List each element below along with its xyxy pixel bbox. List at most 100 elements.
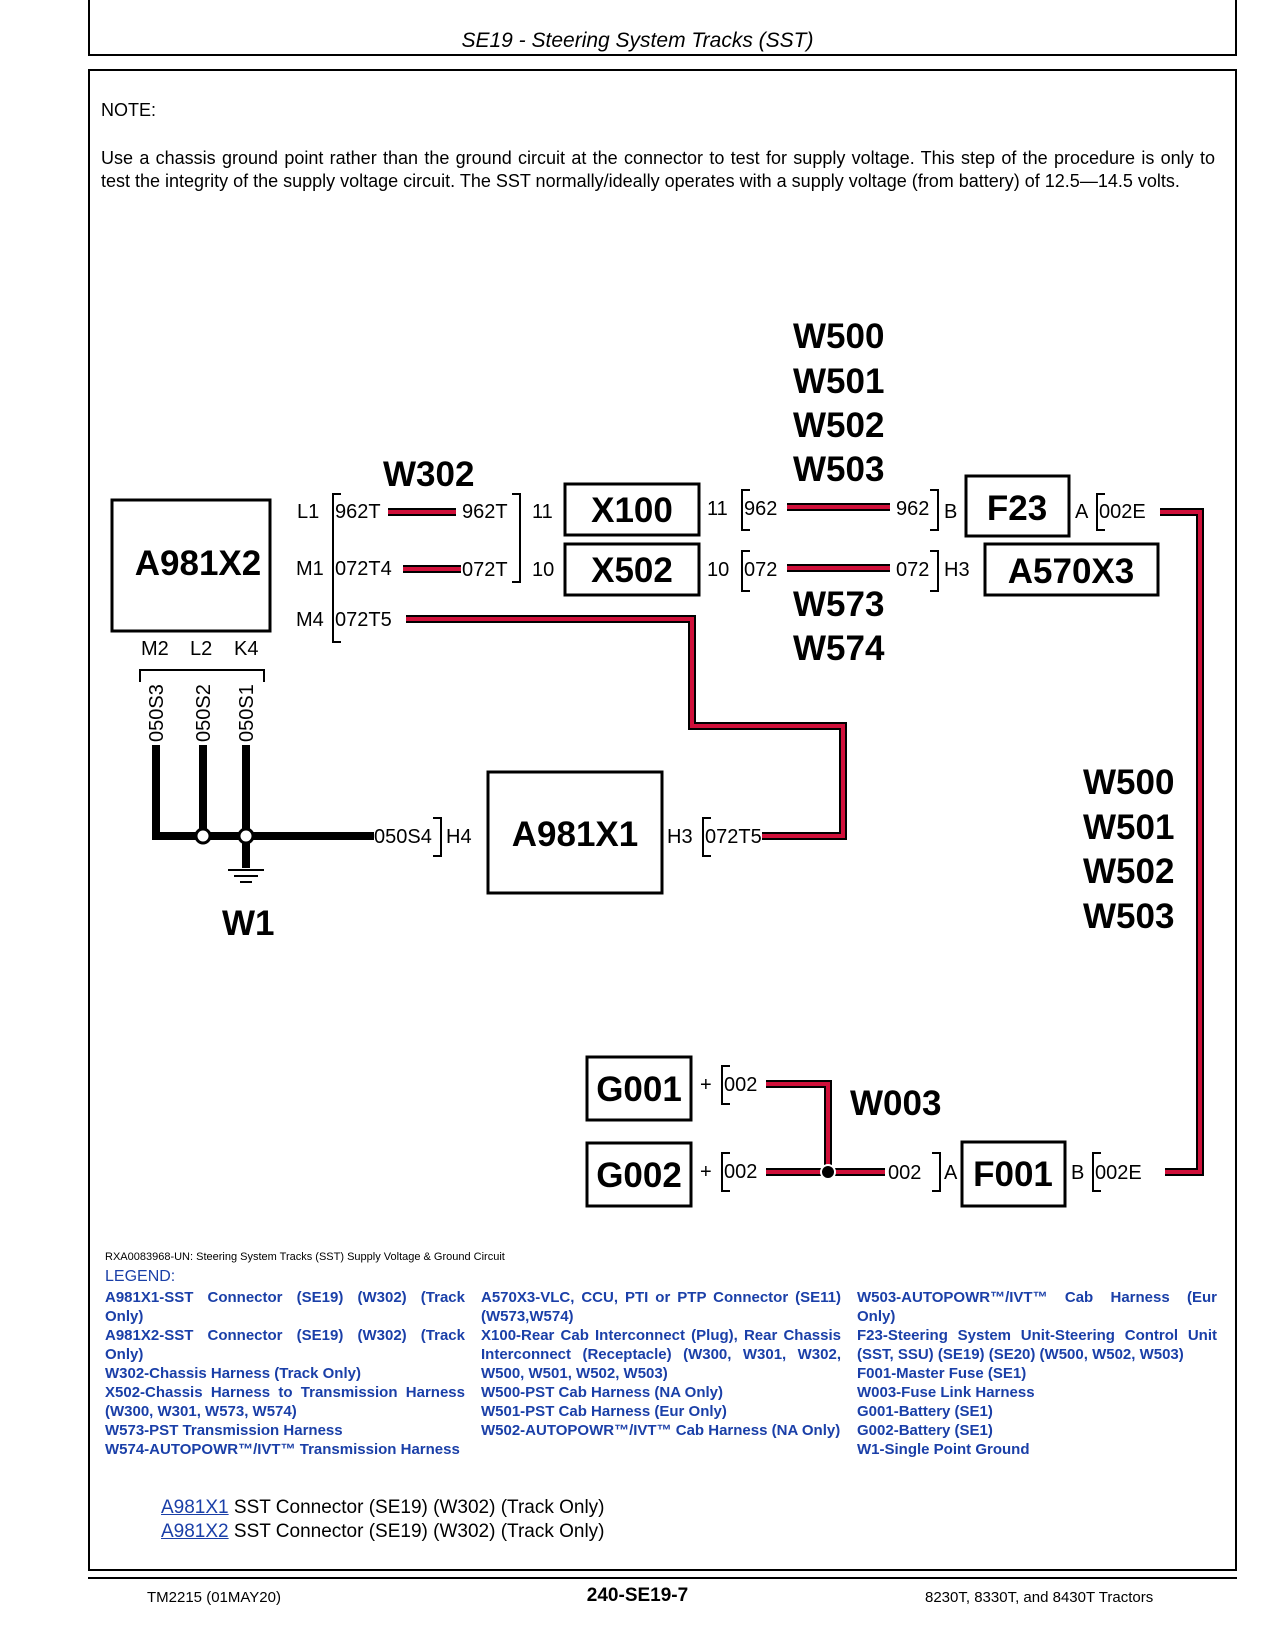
pin-label: M1 — [296, 558, 324, 580]
wire-label: 962T — [462, 501, 508, 523]
harness-w500: W500 — [793, 317, 884, 356]
wire-label: 962 — [744, 498, 777, 520]
splice-dot — [820, 1164, 836, 1180]
ground-symbol — [228, 869, 264, 883]
pin-label: 10 — [532, 559, 554, 581]
legend-item: G002-Battery (SE1) — [857, 1422, 993, 1439]
pin-label: H3 — [667, 826, 693, 848]
pin-label: A — [944, 1162, 958, 1184]
component-f23: F23 — [987, 489, 1047, 528]
component-a981x2: A981X2 — [135, 544, 261, 583]
harness-w502-right: W502 — [1083, 852, 1174, 891]
wire-label: 962 — [896, 498, 929, 520]
legend-item: X502-Chassis Harness to Transmission Har… — [105, 1384, 465, 1420]
splice-dot — [237, 827, 255, 845]
reference-link-row: A981X1 SST Connector (SE19) (W302) (Trac… — [161, 1496, 605, 1520]
harness-w574: W574 — [793, 629, 885, 668]
legend-item: A570X3-VLC, CCU, PTI or PTP Connector (S… — [481, 1289, 841, 1325]
legend-column-3: W503-AUTOPOWR™/IVT™ Cab Harness (Eur Onl… — [857, 1288, 1217, 1459]
pin-label: H3 — [944, 559, 970, 581]
pin-label: L2 — [190, 638, 212, 660]
legend-item: W302-Chassis Harness (Track Only) — [105, 1365, 361, 1382]
pin-label: M4 — [296, 609, 324, 631]
legend-item: W574-AUTOPOWR™/IVT™ Transmission Harness — [105, 1441, 460, 1458]
legend-item: W003-Fuse Link Harness — [857, 1384, 1035, 1401]
ground-wires — [152, 745, 374, 868]
wire-label: 050S4 — [374, 826, 432, 848]
wire-label: 002 — [724, 1161, 757, 1183]
legend-item: W1-Single Point Ground — [857, 1441, 1030, 1458]
link-a981x2[interactable]: A981X2 — [161, 1521, 229, 1542]
pin-label: B — [944, 501, 957, 523]
component-labels: A981X2 X100 X502 F23 A570X3 A981X1 G001 … — [135, 489, 1134, 1195]
component-x502: X502 — [591, 551, 673, 590]
footer-models: 8230T, 8330T, and 8430T Tractors — [925, 1589, 1154, 1606]
harness-w302: W302 — [383, 455, 474, 494]
legend-item: X100-Rear Cab Interconnect (Plug), Rear … — [481, 1327, 841, 1382]
wire-label: 072T — [462, 559, 508, 581]
pin-label: K4 — [234, 638, 258, 660]
legend-item: G001-Battery (SE1) — [857, 1403, 993, 1420]
reference-links: A981X1 SST Connector (SE19) (W302) (Trac… — [161, 1496, 605, 1544]
legend-item: F23-Steering System Unit-Steering Contro… — [857, 1327, 1217, 1363]
pin-label: M2 — [141, 638, 169, 660]
component-g002: G002 — [596, 1156, 682, 1195]
connector-brackets — [139, 489, 1105, 1192]
component-f001: F001 — [973, 1155, 1053, 1194]
note-label: NOTE: — [101, 100, 157, 120]
figure-caption: RXA0083968-UN: Steering System Tracks (S… — [105, 1251, 505, 1263]
wire-label: 072T5 — [705, 826, 762, 848]
legend-column-2: A570X3-VLC, CCU, PTI or PTP Connector (S… — [481, 1288, 841, 1440]
wire-label: 072T4 — [335, 558, 392, 580]
pin-label: 10 — [707, 559, 729, 581]
component-a570x3: A570X3 — [1008, 552, 1134, 591]
component-a981x1: A981X1 — [512, 815, 638, 854]
legend-item: W500-PST Cab Harness (NA Only) — [481, 1384, 723, 1401]
pin-label: B — [1071, 1162, 1084, 1184]
legend-item: F001-Master Fuse (SE1) — [857, 1365, 1027, 1382]
wire-label: 072 — [744, 559, 777, 581]
legend-item: A981X2-SST Connector (SE19) (W302) (Trac… — [105, 1327, 465, 1363]
component-boxes — [110, 474, 1160, 1208]
page-header-title: SE19 - Steering System Tracks (SST) — [461, 29, 814, 52]
wire-label: 002E — [1099, 501, 1146, 523]
note-text: Use a chassis ground point rather than t… — [101, 148, 1215, 191]
pin-label: 11 — [532, 501, 553, 523]
harness-w501: W501 — [793, 362, 884, 401]
legend-item: W501-PST Cab Harness (Eur Only) — [481, 1403, 727, 1420]
pin-label: A — [1075, 501, 1089, 523]
pin-label: 11 — [707, 498, 728, 520]
harness-w003: W003 — [850, 1084, 941, 1123]
pin-label: L1 — [297, 501, 319, 523]
footer-divider — [88, 1577, 1237, 1579]
harness-w500-right: W500 — [1083, 763, 1174, 802]
reference-link-row: A981X2 SST Connector (SE19) (W302) (Trac… — [161, 1520, 605, 1544]
legend-item: W502-AUTOPOWR™/IVT™ Cab Harness (NA Only… — [481, 1422, 841, 1439]
wire-label: 002E — [1095, 1162, 1142, 1184]
wire-label: 072T5 — [335, 609, 392, 631]
harness-w503: W503 — [793, 450, 884, 489]
link-description: SST Connector (SE19) (W302) (Track Only) — [228, 1497, 605, 1518]
harness-labels: W302 W500 W501 W502 W503 W573 W574 W500 … — [222, 317, 1174, 1123]
header-box — [88, 0, 1237, 56]
wire-label: 050S2 — [193, 684, 215, 742]
content-frame — [88, 69, 1237, 1571]
component-x100: X100 — [591, 491, 673, 530]
harness-w501-right: W501 — [1083, 808, 1174, 847]
legend-item: W503-AUTOPOWR™/IVT™ Cab Harness (Eur Onl… — [857, 1289, 1217, 1325]
pin-label: + — [700, 1074, 712, 1096]
link-a981x1[interactable]: A981X1 — [161, 1497, 229, 1518]
component-g001: G001 — [596, 1070, 682, 1109]
pin-label: H4 — [446, 826, 472, 848]
wire-label: 002 — [888, 1162, 921, 1184]
wire-labels: 962T 962T 072T4 072T 072T5 962 962 072 0… — [146, 498, 1146, 1184]
legend-column-1: A981X1-SST Connector (SE19) (W302) (Trac… — [105, 1288, 465, 1459]
harness-w503-right: W503 — [1083, 897, 1174, 936]
harness-w573: W573 — [793, 585, 884, 624]
splice-dot — [194, 827, 212, 845]
footer-page-number: 240-SE19-7 — [586, 1585, 689, 1606]
harness-w1: W1 — [222, 904, 275, 943]
harness-w502: W502 — [793, 406, 884, 445]
wire-label: 050S3 — [146, 684, 168, 742]
